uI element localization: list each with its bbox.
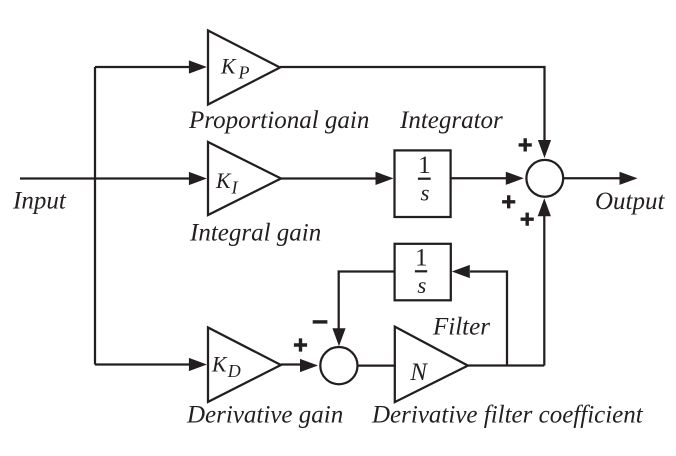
svg-text:1: 1 (418, 152, 431, 179)
svg-text:Integral gain: Integral gain (189, 220, 321, 247)
svg-text:K: K (215, 168, 232, 193)
svg-text:D: D (227, 361, 241, 381)
svg-text:Integrator: Integrator (399, 107, 503, 134)
svg-text:Derivative gain: Derivative gain (186, 402, 343, 429)
svg-text:N: N (409, 359, 428, 386)
svg-text:I: I (231, 178, 239, 198)
svg-text:Filter: Filter (432, 314, 490, 341)
svg-text:P: P (238, 62, 250, 82)
svg-text:K: K (220, 53, 237, 78)
svg-text:s: s (417, 273, 426, 298)
svg-text:Input: Input (12, 188, 67, 215)
svg-text:Output: Output (595, 188, 666, 215)
svg-text:Derivative filter coefficient: Derivative filter coefficient (371, 402, 644, 429)
svg-text:Proportional gain: Proportional gain (188, 107, 369, 134)
svg-text:s: s (421, 180, 430, 205)
svg-text:K: K (211, 352, 228, 377)
svg-text:1: 1 (415, 245, 428, 272)
